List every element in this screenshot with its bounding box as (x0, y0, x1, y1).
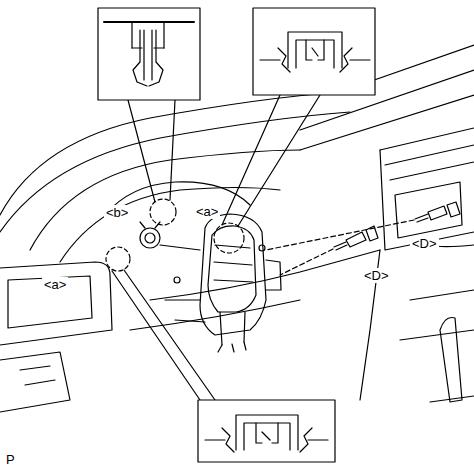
steering-column-cover (140, 214, 281, 352)
claw-label: <a> (42, 277, 68, 292)
claw-detail-box (253, 8, 375, 95)
claw-detail-box (198, 400, 335, 462)
clip-label: <b> (104, 205, 130, 220)
dashboard-outline (0, 45, 474, 412)
screw (266, 202, 460, 275)
claw-label: <a> (194, 204, 220, 219)
clip-detail-box (98, 8, 200, 100)
screw-label: <D> (410, 236, 439, 251)
leader-line (112, 95, 320, 400)
view-mark: P (4, 452, 17, 467)
screw-label: <D> (362, 268, 391, 283)
